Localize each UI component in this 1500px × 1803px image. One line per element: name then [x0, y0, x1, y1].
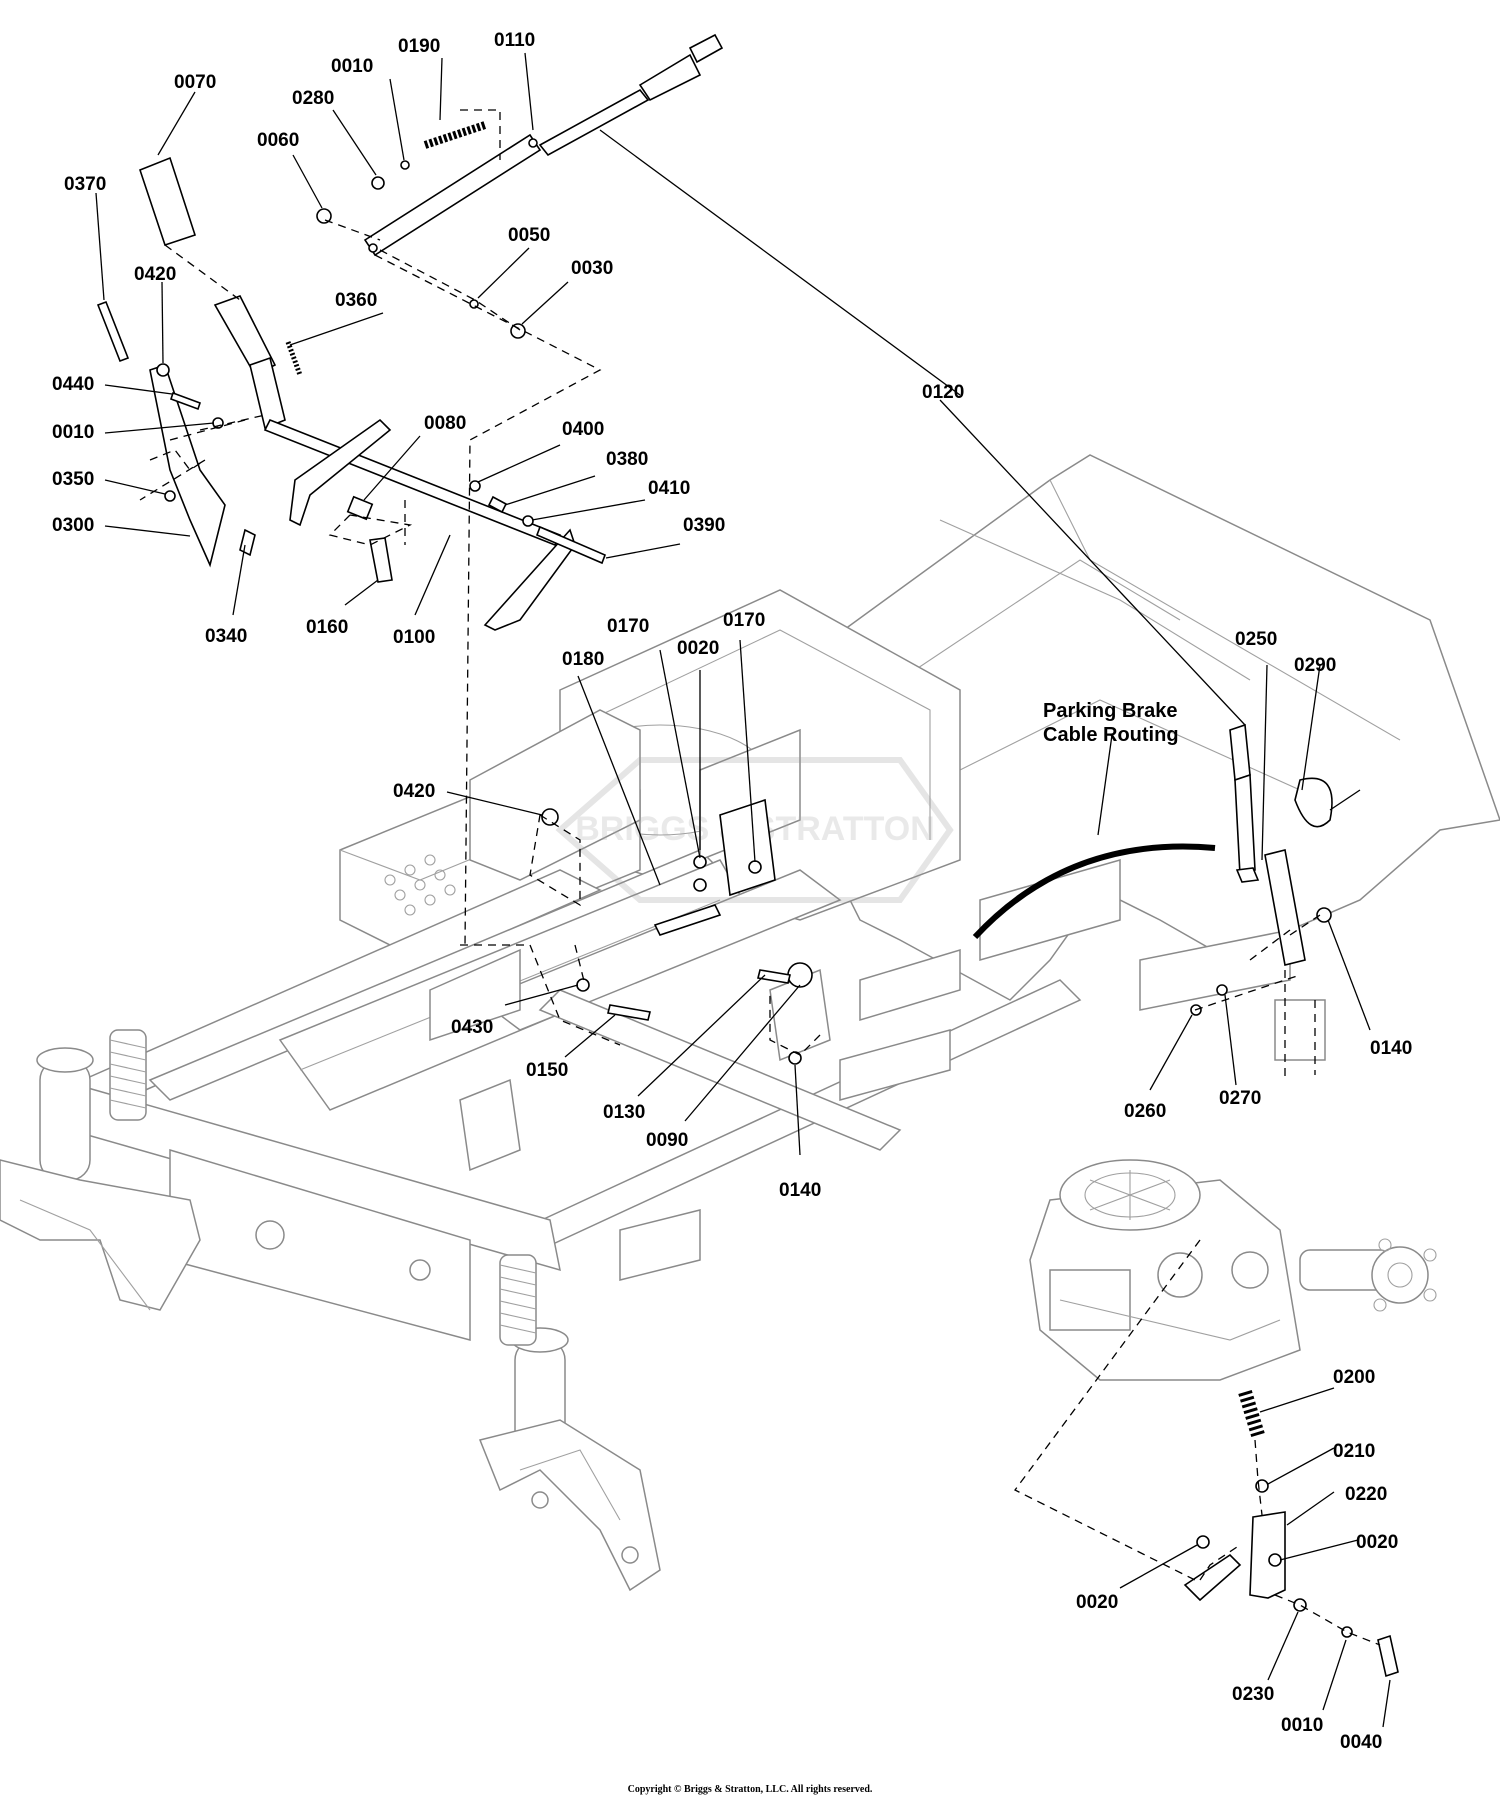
callout-0010: 0010 [1281, 1715, 1323, 1736]
callout-0050: 0050 [508, 225, 550, 246]
callout-0410: 0410 [648, 478, 690, 499]
callout-0170: 0170 [607, 616, 649, 637]
callout-labels: 0070 0370 0420 0440 0010 0350 0300 0340 … [52, 30, 1412, 1753]
callout-0060: 0060 [257, 130, 299, 151]
callout-0280: 0280 [292, 88, 334, 109]
copyright-notice: Copyright © Briggs & Stratton, LLC. All … [627, 1784, 873, 1795]
leader-lines [95, 52, 1391, 1728]
callout-0360: 0360 [335, 290, 377, 311]
callout-0440: 0440 [52, 374, 94, 395]
callout-0120: 0120 [922, 382, 964, 403]
callout-0020: 0020 [677, 638, 719, 659]
callout-0070: 0070 [174, 72, 216, 93]
callout-0140: 0140 [779, 1180, 821, 1201]
callout-0300: 0300 [52, 515, 94, 536]
callout-0420: 0420 [393, 781, 435, 802]
callout-0230: 0230 [1232, 1684, 1274, 1705]
callout-0420: 0420 [134, 264, 176, 285]
callout-0390: 0390 [683, 515, 725, 536]
callout-0150: 0150 [526, 1060, 568, 1081]
callout-0160: 0160 [306, 617, 348, 638]
callout-0130: 0130 [603, 1102, 645, 1123]
parking-brake-note-line1: Parking Brake [1043, 700, 1178, 722]
transaxle [1029, 1159, 1437, 1381]
callout-0010: 0010 [331, 56, 373, 77]
callout-0170: 0170 [723, 610, 765, 631]
callout-0180: 0180 [562, 649, 604, 670]
callout-0430: 0430 [451, 1017, 493, 1038]
callout-0260: 0260 [1124, 1101, 1166, 1122]
callout-0190: 0190 [398, 36, 440, 57]
callout-0110: 0110 [494, 30, 535, 51]
callout-0030: 0030 [571, 258, 613, 279]
parts [96, 33, 1399, 1678]
callout-0010: 0010 [52, 422, 94, 443]
callout-0020: 0020 [1076, 1592, 1118, 1613]
callout-0140: 0140 [1370, 1038, 1412, 1059]
callout-0250: 0250 [1235, 629, 1277, 650]
callout-0020: 0020 [1356, 1532, 1398, 1553]
callout-0100: 0100 [393, 627, 435, 648]
callout-0400: 0400 [562, 419, 604, 440]
callout-0380: 0380 [606, 449, 648, 470]
callout-0350: 0350 [52, 469, 94, 490]
callout-0290: 0290 [1294, 655, 1336, 676]
callout-0080: 0080 [424, 413, 466, 434]
parking-brake-note-line2: Cable Routing [1043, 724, 1179, 746]
callout-0090: 0090 [646, 1130, 688, 1151]
assembly-lines [139, 109, 1381, 1646]
callout-0040: 0040 [1340, 1732, 1382, 1753]
callout-0370: 0370 [64, 174, 106, 195]
callout-0340: 0340 [205, 626, 247, 647]
callout-0220: 0220 [1345, 1484, 1387, 1505]
mower-frame [0, 454, 1500, 1592]
callout-0270: 0270 [1219, 1088, 1261, 1109]
callout-0200: 0200 [1333, 1367, 1375, 1388]
callout-0210: 0210 [1333, 1441, 1375, 1462]
